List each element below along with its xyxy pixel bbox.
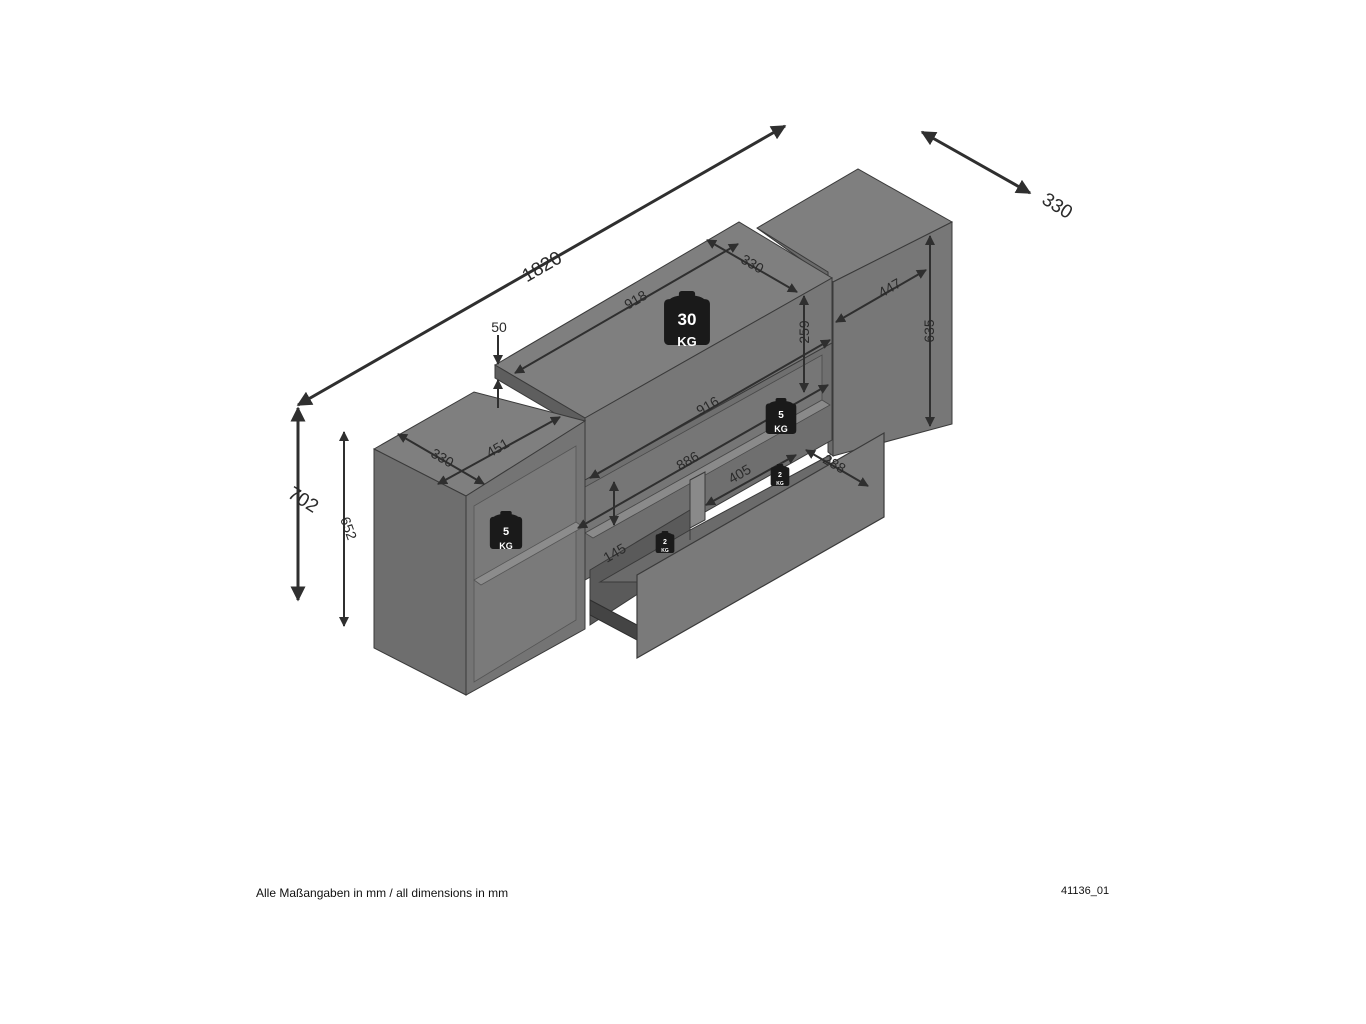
label-top-offset: 50 [491,319,507,335]
label-depth: 330 [1038,189,1076,224]
weight-middle-shelf-value: 5 [778,410,784,421]
dim-line-left-width [437,416,561,485]
dim-line-drawer-compartment [705,454,797,506]
weight-drawer-left-value: 2 [663,539,667,546]
weight-left-shelf-value: 5 [503,526,509,538]
label-right-height: 635 [921,319,937,343]
dim-line-top-depth [706,239,798,293]
dim-line-right-width [835,269,927,323]
weight-top-unit: KG [677,334,697,349]
label-total-height: 702 [284,483,322,518]
dim-line-depth [920,130,1032,195]
label-top-height: 259 [796,320,812,344]
label-left-height: 652 [337,515,360,543]
label-total-width: 1820 [519,248,566,287]
sideboard [372,168,954,696]
dim-line-top-width [514,243,739,374]
weight-left-shelf-unit: KG [499,541,513,551]
weight-drawer-right-unit: KG [776,481,784,487]
weight-drawer-right-value: 2 [778,472,782,479]
drawing-code: 41136_01 [1061,885,1110,897]
weight-drawer-left-unit: KG [661,548,669,554]
dim-line-drawer-depth [805,449,869,487]
weight-middle-shelf-unit: KG [774,424,788,434]
dimensions-note: Alle Maßangaben in mm / all dimensions i… [256,886,509,900]
dimension-lines [290,124,1032,627]
weight-top-value: 30 [678,310,697,329]
